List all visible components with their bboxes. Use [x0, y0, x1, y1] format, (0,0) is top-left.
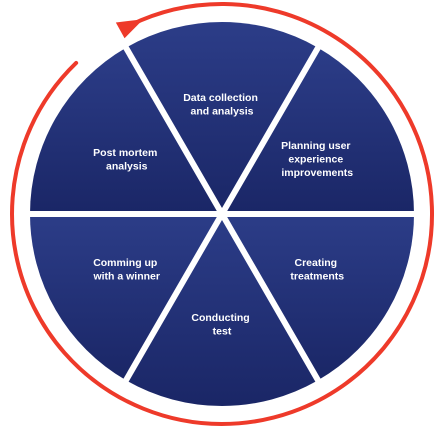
label-line: Planning user — [281, 140, 350, 152]
segment-label-conducting-test: Conducting test — [191, 312, 252, 338]
segment-divider — [219, 44, 322, 216]
segment-divider — [122, 212, 225, 384]
segment-conducting-test — [126, 214, 318, 407]
segment-post-mortem — [29, 47, 222, 214]
segment-label-post-mortem: Post mortem analysis — [93, 147, 160, 173]
segment-label-planning: Planning user experience improvements — [281, 140, 353, 179]
arrowhead-icon — [115, 19, 144, 39]
segment-group — [29, 21, 414, 407]
segment-divider — [219, 212, 322, 384]
segment-planning — [222, 47, 414, 214]
segment-label-creating-treatments: Creating treatments — [290, 257, 344, 283]
cycle-ring — [10, 1, 434, 426]
label-line: Comming up — [93, 257, 157, 269]
segment-label-data-collection: Data collection and analysis — [183, 92, 261, 118]
label-line: and analysis — [190, 105, 253, 117]
divider-group — [28, 44, 416, 384]
label-line: Creating — [295, 257, 338, 269]
label-line: experience — [288, 154, 343, 166]
segment-creating-treatments — [222, 214, 414, 381]
label-line: Post mortem — [93, 147, 157, 159]
segment-data-collection — [126, 21, 318, 214]
cycle-arrow — [10, 1, 434, 426]
label-line: Conducting — [191, 312, 249, 324]
label-line: with a winner — [92, 270, 160, 282]
segment-label-comming-up: Comming up with a winner — [92, 257, 160, 283]
label-line: treatments — [290, 270, 344, 282]
segment-comming-up — [30, 214, 222, 381]
label-line: Data collection — [183, 92, 258, 104]
label-line: improvements — [281, 167, 353, 179]
label-line: analysis — [106, 160, 148, 172]
segment-divider — [122, 44, 225, 216]
label-line: test — [213, 325, 232, 337]
